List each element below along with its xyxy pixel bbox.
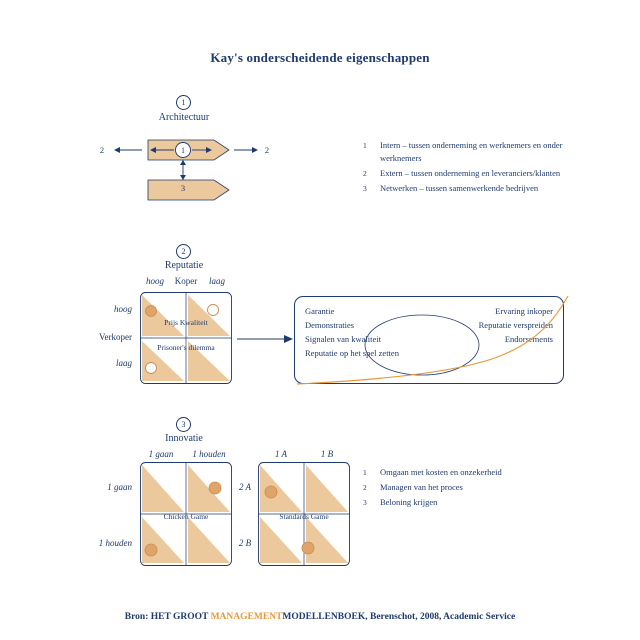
row-label-verkoper: Verkoper (99, 332, 132, 342)
architecture-shape-bottom (147, 179, 230, 201)
architecture-diagram: 1 2 2 3 (100, 139, 269, 201)
legend-text: Managen van het proces (380, 482, 463, 492)
payoff-triangle (142, 295, 184, 336)
network-relation-label: 3 (181, 183, 185, 193)
reputation-signals-box: Garantie Demonstraties Signalen van kwal… (294, 296, 564, 384)
chicken-col2-label: 1 houden (192, 449, 226, 459)
signal-item: Reputatie verspreiden (478, 320, 553, 330)
signal-item: Endorsements (504, 334, 553, 344)
book-title-part1: HET GROOT (150, 612, 211, 622)
payoff-circle-filled (208, 481, 222, 495)
legend-text: Beloning krijgen (380, 497, 438, 507)
standards-game-label: Standards Game (279, 512, 329, 521)
col-label-koper: Koper (174, 276, 198, 286)
col-label-hoog: hoog (146, 276, 164, 286)
legend-number: 1 (363, 141, 367, 150)
intern-relation-node (175, 142, 191, 158)
signal-item: Reputatie op het spel zetten (305, 348, 399, 358)
legend-number: 2 (363, 169, 367, 178)
payoff-triangle (188, 295, 230, 336)
legend-number: 3 (363, 184, 367, 193)
payoff-triangle (260, 517, 302, 563)
payoff-triangle (142, 517, 184, 563)
legend-item: 2 Extern – tussen onderneming en leveran… (363, 167, 585, 180)
arrow-left-icon (150, 147, 156, 153)
reputation-matrix: Prijs Kwaliteit Prisoner's dilemma (140, 292, 232, 384)
legend-number: 2 (363, 483, 367, 492)
signal-item: Ervaring inkoper (495, 306, 553, 316)
legend-item: 3 Netwerken – tussen samenwerkende bedri… (363, 182, 585, 195)
section3-number-badge: 3 (176, 417, 191, 432)
standards-col1-label: 1 A (274, 449, 288, 459)
source-line: Bron: HET GROOT MANAGEMENTMODELLENBOEK, … (0, 612, 640, 622)
legend-item: 1 Omgaan met kosten en onzekerheid (363, 466, 593, 479)
arrow-down-icon (180, 175, 186, 180)
legend-number: 1 (363, 468, 367, 477)
section3-title: Innovatie (165, 433, 203, 444)
arrow-right-icon (284, 335, 293, 343)
signals-list-left: Garantie Demonstraties Signalen van kwal… (305, 304, 399, 360)
payoff-circle-filled (145, 305, 157, 317)
signal-item: Signalen van kwaliteit (305, 334, 382, 344)
legend-text: Extern – tussen onderneming en leveranci… (380, 168, 561, 178)
legend-text: Omgaan met kosten en onzekerheid (380, 467, 502, 477)
legend-number: 3 (363, 498, 367, 507)
arrow-right-icon (206, 147, 212, 153)
extern-right-label: 2 (265, 145, 269, 155)
section1-legend: 1 Intern – tussen onderneming en werknem… (363, 139, 585, 197)
row-label-hoog: hoog (114, 304, 132, 314)
book-title-orange: MANAGEMENT (210, 612, 283, 622)
matrix-to-box-arrow (237, 335, 293, 343)
payoff-triangle (306, 465, 348, 512)
source-suffix: , Berenschot, 2008, Academic Service (365, 612, 516, 622)
book-title-part2: MODELLENBOEK (282, 612, 366, 622)
source-prefix: Bron: (124, 612, 151, 622)
arrow-up-icon (180, 160, 186, 165)
payoff-circle-open (145, 362, 157, 374)
row-label-laag: laag (115, 358, 132, 368)
payoff-circle-filled (144, 543, 158, 557)
section2-title: Reputatie (164, 260, 204, 271)
chicken-col1-label: 1 gaan (148, 449, 174, 459)
intern-relation-label: 1 (181, 146, 185, 155)
standards-game-matrix: Standards Game (258, 462, 350, 566)
arrow-left-icon (114, 147, 120, 153)
signal-item: Demonstraties (305, 320, 355, 330)
section1-number-badge: 1 (176, 95, 191, 110)
standards-row1-label: 2 A (238, 482, 252, 492)
payoff-triangle (142, 465, 184, 512)
matrix-text-bottom: Prisoner's dilemma (157, 343, 215, 352)
payoff-triangle (188, 341, 230, 381)
payoff-circle-filled (301, 541, 315, 555)
signal-item: Garantie (305, 306, 335, 316)
legend-item: 2 Managen van het proces (363, 481, 593, 494)
legend-text: Netwerken – tussen samenwerkende bedrijv… (380, 183, 539, 193)
section1-number: 1 (181, 98, 186, 107)
payoff-triangle (188, 517, 230, 563)
section2-number-badge: 2 (176, 244, 191, 259)
chicken-row2-label: 1 houden (98, 538, 132, 548)
legend-item: 1 Intern – tussen onderneming en werknem… (363, 139, 585, 165)
section1-title: Architectuur (158, 112, 210, 123)
chicken-game-matrix: Chicken Game (140, 462, 232, 566)
col-label-laag: laag (208, 276, 225, 286)
arrow-right-icon (252, 147, 258, 153)
standards-col2-label: 1 B (320, 449, 334, 459)
chicken-row1-label: 1 gaan (107, 482, 132, 492)
payoff-triangle (260, 465, 302, 512)
section3-legend: 1 Omgaan met kosten en onzekerheid 2 Man… (363, 466, 593, 511)
legend-text: Intern – tussen onderneming en werknemer… (380, 140, 563, 163)
section2-number: 2 (181, 247, 186, 256)
chicken-game-label: Chicken Game (164, 512, 209, 521)
matrix-text-top: Prijs Kwaliteit (164, 318, 208, 327)
payoff-circle-filled (264, 485, 278, 499)
extern-left-label: 2 (100, 145, 104, 155)
section3-number: 3 (181, 420, 186, 429)
page-title: Kay's onderscheidende eigenschappen (210, 50, 430, 65)
payoff-triangle (306, 517, 348, 563)
payoff-circle-open (207, 304, 219, 316)
legend-item: 3 Beloning krijgen (363, 496, 593, 509)
standards-row2-label: 2 B (238, 538, 252, 548)
signals-list-right: Ervaring inkoper Reputatie verspreiden E… (479, 304, 553, 346)
